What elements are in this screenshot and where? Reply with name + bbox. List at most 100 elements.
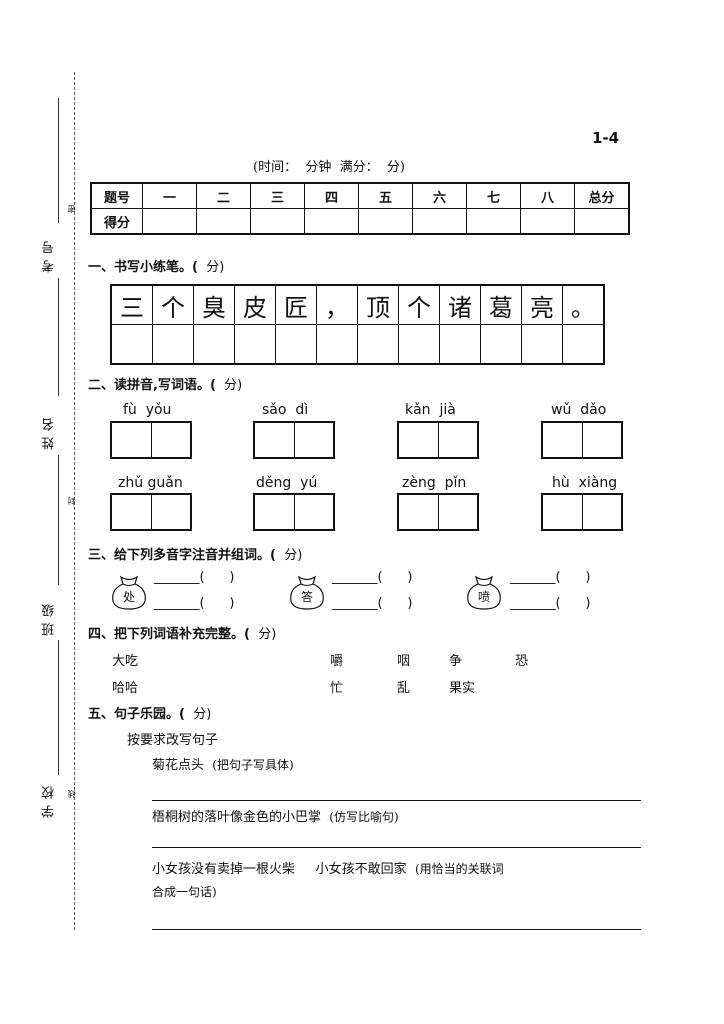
model-char: 诸	[439, 284, 481, 325]
score-cell-blank[interactable]	[304, 208, 359, 235]
word-box[interactable]	[253, 493, 335, 531]
section-3-title-text: 三、给下列多音字注音并组词。(	[88, 548, 276, 563]
practice-cell[interactable]	[152, 324, 194, 365]
model-char: ，	[316, 284, 358, 325]
polyphone-char: 喷	[477, 590, 490, 604]
score-cell-blank[interactable]	[412, 208, 467, 235]
section-4-title-text: 四、把下列词语补充完整。(	[88, 627, 250, 642]
model-char: 臭	[193, 284, 235, 325]
pinyin-word-blank[interactable]: _______( )	[510, 570, 591, 585]
sentence-2-note: (仿写比喻句)	[329, 810, 399, 824]
model-char: 葛	[480, 284, 522, 325]
score-cell-header: 题号	[90, 182, 143, 209]
practice-cell[interactable]	[480, 324, 522, 365]
practice-cell[interactable]	[234, 324, 276, 365]
practice-cell[interactable]	[439, 324, 481, 365]
practice-cell[interactable]	[521, 324, 563, 365]
score-cell-header: 总分	[574, 182, 630, 209]
score-cell-blank[interactable]	[250, 208, 305, 235]
idiom-fragment: 恐	[515, 654, 529, 669]
section-5-title-text: 五、句子乐园。(	[88, 707, 185, 722]
answer-line[interactable]	[152, 929, 641, 930]
section-1-title-text: 一、书写小练笔。(	[88, 260, 198, 275]
pinyin-label: zèng pǐn	[402, 475, 467, 491]
section-2-title: 二、读拼音,写词语。( 分)	[88, 374, 242, 393]
answer-line[interactable]	[152, 800, 641, 801]
practice-cell[interactable]	[398, 324, 440, 365]
writing-grid-practice-row	[110, 324, 605, 365]
pinyin-word-blank[interactable]: _______( )	[332, 570, 413, 585]
score-cell-blank[interactable]	[142, 208, 197, 235]
section-4-points: 分)	[249, 627, 277, 642]
side-label-xingming: 姓名	[42, 412, 57, 450]
practice-cell[interactable]	[357, 324, 399, 365]
model-char: 亮	[521, 284, 563, 325]
word-box[interactable]	[110, 421, 192, 459]
pouch-icon	[112, 575, 146, 610]
idiom-fragment: 嚼	[330, 654, 344, 669]
practice-cell[interactable]	[562, 324, 605, 365]
sentence-2-text: 梧桐树的落叶像金色的小巴掌	[152, 810, 322, 825]
answer-line[interactable]	[152, 847, 641, 848]
practice-cell[interactable]	[193, 324, 235, 365]
word-box[interactable]	[541, 493, 623, 531]
score-cell-blank[interactable]	[574, 208, 630, 235]
pinyin-label: fù yǒu	[123, 402, 172, 418]
side-line-xingming	[58, 278, 59, 396]
binding-dashed-line	[74, 72, 75, 930]
pinyin-label: zhǔ guǎn	[118, 475, 183, 491]
time-score-line: (时间： 分钟 满分： 分)	[253, 160, 405, 175]
model-char: 个	[152, 284, 194, 325]
score-table-score-row: 得分	[90, 208, 630, 235]
side-label-xuexiao: 学校	[42, 780, 57, 818]
section-1-points: 分)	[197, 260, 225, 275]
seal-mark-mi: 密	[67, 205, 76, 213]
word-box[interactable]	[397, 493, 479, 531]
score-cell-header: 一	[142, 182, 197, 209]
pinyin-label: hù xiàng	[552, 475, 618, 491]
rewrite-instruction: 按要求改写句子	[127, 733, 219, 748]
section-3-title: 三、给下列多音字注音并组词。( 分)	[88, 544, 302, 563]
seal-mark-feng: 封	[67, 497, 76, 505]
idiom-fragment: 乱	[397, 681, 411, 696]
score-cell-header: 五	[358, 182, 413, 209]
score-cell-blank[interactable]	[520, 208, 575, 235]
side-line-xuexiao	[58, 640, 59, 775]
sentence-task-3: 小女孩没有卖掉一根火柴 小女孩不敢回家 (用恰当的关联词	[152, 858, 504, 877]
model-char: 匠	[275, 284, 317, 325]
score-cell-blank[interactable]	[358, 208, 413, 235]
idiom-fragment: 大吃	[112, 654, 139, 669]
practice-cell[interactable]	[275, 324, 317, 365]
score-table: 题号 一 二 三 四 五 六 七 八 总分 得分	[90, 182, 630, 235]
pinyin-label: kǎn jià	[405, 402, 456, 418]
word-box[interactable]	[397, 421, 479, 459]
word-box[interactable]	[110, 493, 192, 531]
idiom-fragment: 咽	[397, 654, 411, 669]
seal-mark-xian: 线	[67, 790, 76, 798]
writing-grid: 三 个 臭 皮 匠 ， 顶 个 诸 葛 亮 。	[110, 284, 605, 365]
sentence-3-text: 小女孩没有卖掉一根火柴 小女孩不敢回家	[152, 862, 407, 877]
sentence-3-note-cont: 合成一句话)	[152, 885, 217, 899]
score-cell-blank[interactable]	[196, 208, 251, 235]
score-cell-header: 七	[466, 182, 521, 209]
section-4-title: 四、把下列词语补充完整。( 分)	[88, 623, 276, 642]
pinyin-word-blank[interactable]: _______( )	[154, 596, 235, 611]
section-3-points: 分)	[275, 548, 303, 563]
score-cell-header: 六	[412, 182, 467, 209]
sentence-task-1: 菊花点头 (把句子写具体)	[152, 754, 294, 773]
pinyin-word-blank[interactable]: _______( )	[332, 596, 413, 611]
score-cell-blank[interactable]	[466, 208, 521, 235]
practice-cell[interactable]	[110, 324, 153, 365]
pinyin-word-blank[interactable]: _______( )	[510, 596, 591, 611]
idiom-fragment: 忙	[330, 681, 344, 696]
pouch-icon	[467, 575, 501, 610]
practice-cell[interactable]	[316, 324, 358, 365]
pinyin-word-blank[interactable]: _______( )	[154, 570, 235, 585]
side-line-banji	[58, 455, 59, 585]
score-cell-header: 四	[304, 182, 359, 209]
word-box[interactable]	[253, 421, 335, 459]
sentence-task-2: 梧桐树的落叶像金色的小巴掌 (仿写比喻句)	[152, 806, 399, 825]
model-char: 三	[110, 284, 153, 325]
word-box[interactable]	[541, 421, 623, 459]
pinyin-label: děng yú	[256, 475, 318, 491]
